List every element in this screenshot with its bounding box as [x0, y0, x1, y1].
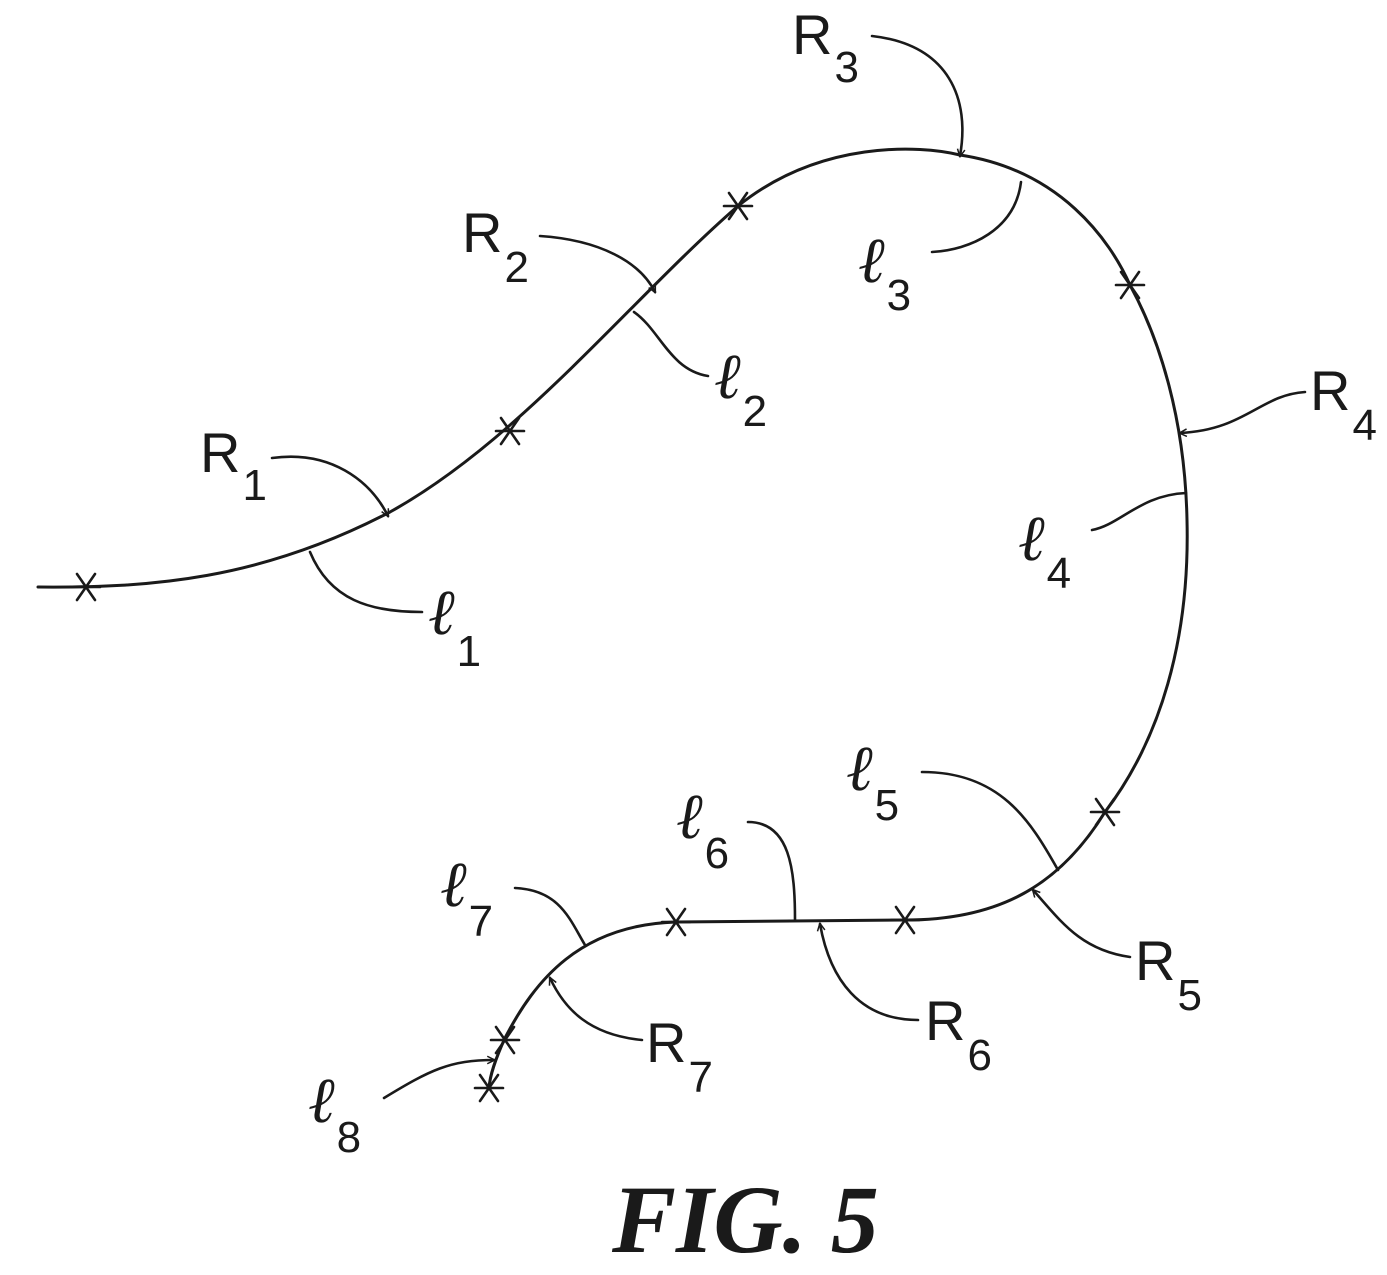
l4-leader	[1092, 493, 1186, 530]
marker-6	[891, 907, 919, 933]
r2-label: R2	[462, 201, 529, 292]
radius-leaders	[272, 36, 1305, 1040]
r1-arrow	[272, 457, 388, 516]
l2-label: ℓ2	[714, 341, 767, 436]
r5-label: R5	[1135, 929, 1202, 1020]
l7-label: ℓ7	[440, 849, 493, 946]
radius-labels: R1 R2 R3 R4 R5 R6 R7	[200, 3, 1377, 1102]
marker-7	[662, 909, 690, 935]
l6-leader	[748, 822, 795, 920]
r3-label: R3	[792, 3, 859, 92]
l6-label: ℓ6	[676, 781, 729, 878]
trajectory-curve	[38, 149, 1187, 1088]
marker-8	[491, 1027, 519, 1053]
marker-4	[1116, 272, 1144, 298]
marker-1	[72, 574, 100, 600]
marker-5	[1091, 799, 1119, 825]
r5-arrow	[1033, 890, 1130, 957]
r6-label: R6	[925, 989, 992, 1080]
l5-label: ℓ5	[846, 733, 899, 830]
segment-markers	[72, 193, 1144, 1101]
r1-label: R1	[200, 421, 267, 510]
r4-label: R4	[1310, 359, 1377, 450]
figure-caption: FIG. 5	[611, 1166, 879, 1273]
marker-2	[496, 418, 524, 444]
l4-label: ℓ4	[1018, 503, 1071, 598]
l3-leader	[932, 182, 1021, 252]
r7-arrow	[550, 978, 642, 1040]
l3-label: ℓ3	[858, 225, 911, 320]
r3-arrow	[872, 36, 962, 156]
l7-leader	[515, 888, 585, 945]
l5-leader	[922, 772, 1058, 870]
l8-label: ℓ8	[308, 1065, 361, 1162]
l1-label: ℓ1	[428, 577, 481, 676]
r2-arrow	[540, 236, 655, 292]
l8-leader	[384, 1060, 494, 1098]
l1-leader	[310, 552, 422, 612]
l2-leader	[634, 312, 708, 376]
r6-arrow	[820, 924, 918, 1020]
r7-label: R7	[646, 1011, 713, 1102]
r4-arrow	[1180, 392, 1305, 433]
